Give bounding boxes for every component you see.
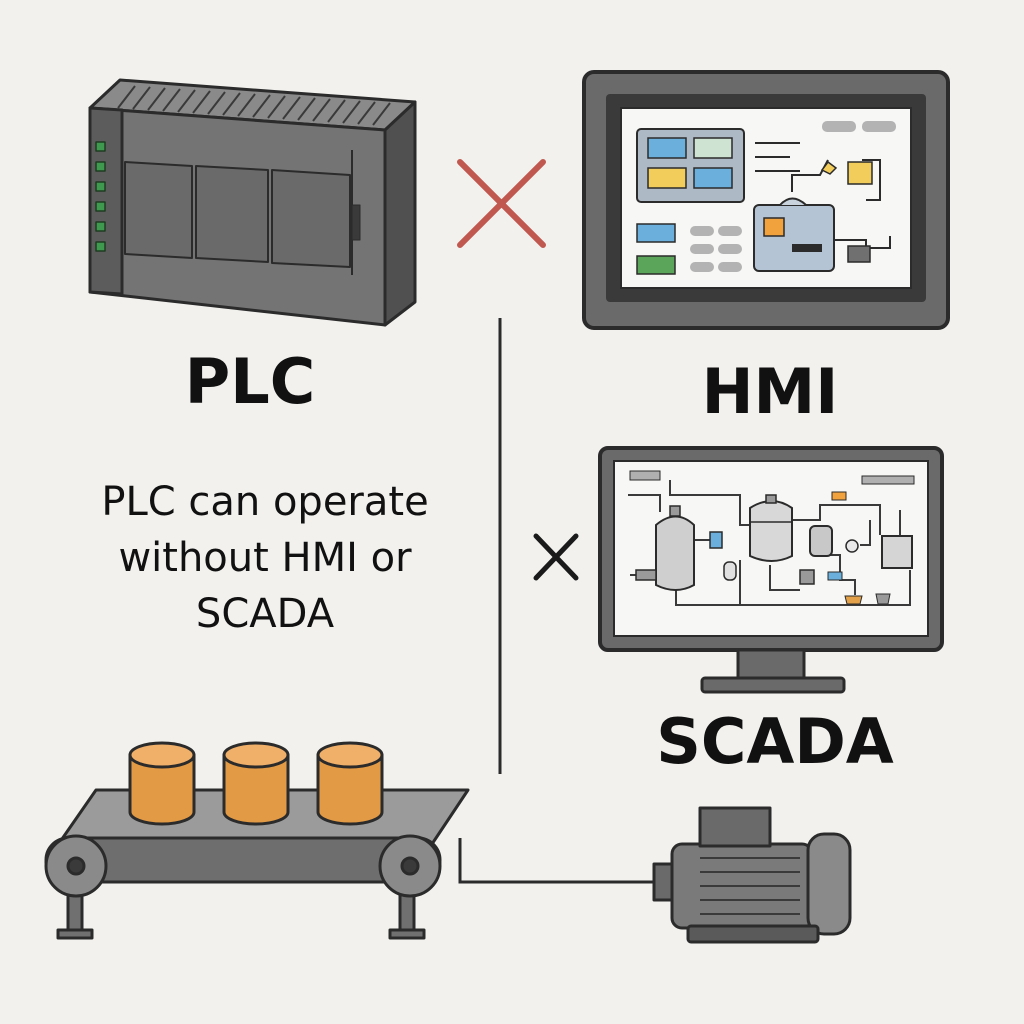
scada-label: SCADA: [656, 705, 894, 778]
red-cross-icon: [457, 159, 546, 248]
hmi-label: HMI: [701, 355, 839, 428]
scada-monitor-icon: [598, 446, 944, 694]
hmi-panel-icon: [582, 70, 950, 330]
black-cross-icon: [533, 533, 579, 581]
motor-cable: [458, 838, 660, 884]
plc-label: PLC: [184, 345, 316, 418]
plc-independence-note: PLC can operate without HMI or SCADA: [101, 479, 429, 637]
electric-motor-icon: [652, 806, 852, 944]
conveyor-belt-icon: [44, 741, 470, 940]
plc-module-icon: [88, 78, 417, 327]
